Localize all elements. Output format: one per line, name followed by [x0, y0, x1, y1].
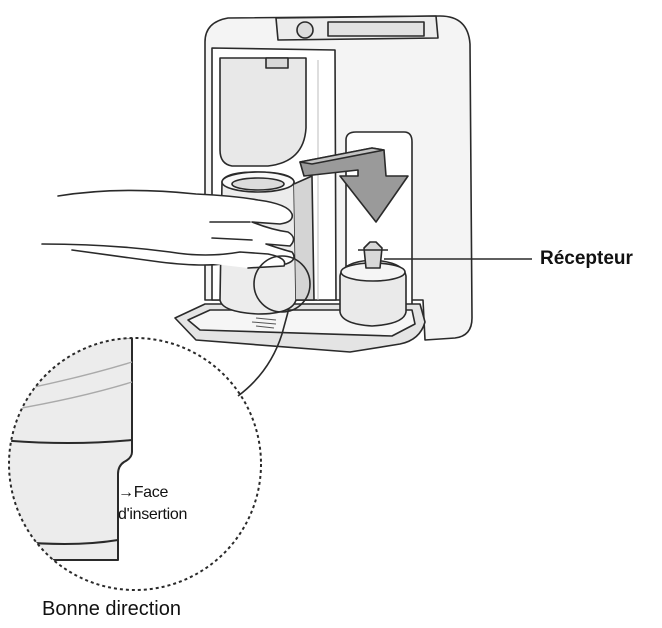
water-tank [219, 57, 307, 167]
magnified-circle [8, 337, 262, 591]
jug-body-closeup [9, 338, 133, 561]
diagram-caption: Bonne direction [42, 598, 181, 620]
top-display [327, 21, 425, 37]
tank-handle [265, 57, 289, 69]
hands [41, 189, 295, 269]
lower-hand [41, 243, 286, 269]
insertion-face-line2: d'insertion [118, 506, 188, 523]
tray-grille [251, 317, 277, 329]
insertion-face-label: →Face d'insertion [118, 482, 187, 526]
receptor [339, 241, 407, 327]
zoom-connector [237, 311, 289, 397]
zoom-indicator [237, 255, 311, 397]
magnified-detail [8, 337, 262, 591]
insertion-face-line1: →Face [118, 484, 169, 501]
recepteur-label: Récepteur [540, 248, 633, 269]
zoom-source-circle [253, 255, 311, 313]
receptor-prong [363, 241, 383, 269]
top-knob [296, 21, 314, 39]
insertion-arrow [299, 147, 409, 223]
